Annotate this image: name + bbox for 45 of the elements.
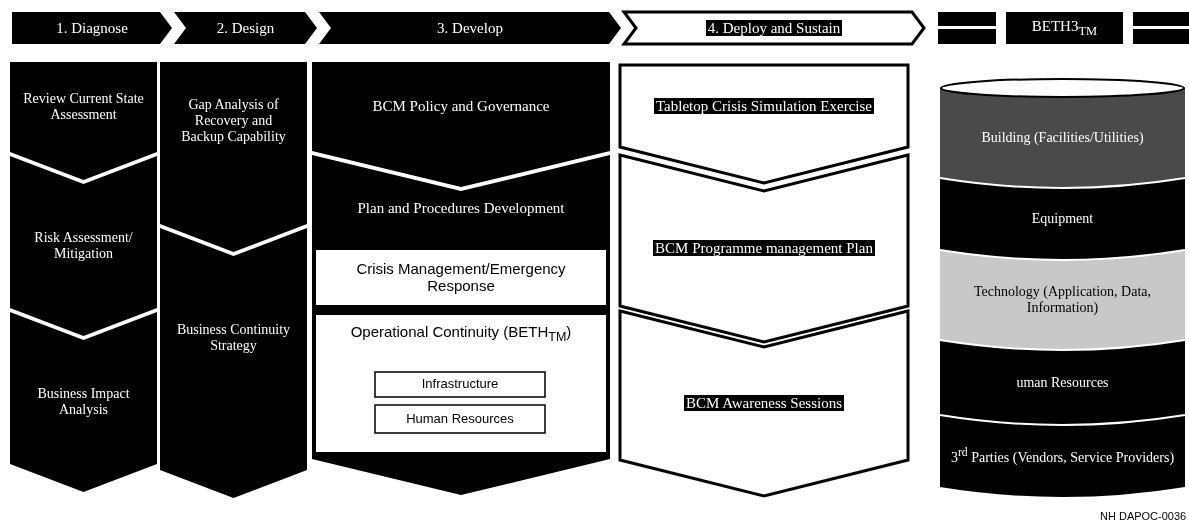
header-box bbox=[1006, 12, 1123, 44]
process-box bbox=[316, 250, 606, 305]
phase-banner bbox=[624, 12, 924, 44]
step-label: Gap Analysis of Recovery and Backup Capability bbox=[181, 97, 286, 145]
step-block bbox=[620, 311, 908, 496]
cylinder-band bbox=[940, 178, 1185, 250]
step-label: Technology (Application, Data, Information) bbox=[973, 284, 1152, 316]
step-label: Review Current State Assessment bbox=[23, 91, 144, 123]
phase-title: 3. Develop bbox=[437, 19, 503, 36]
phase-title: 2. Design bbox=[216, 19, 275, 36]
phase-banner bbox=[174, 12, 317, 44]
document-code: NH DAPOC-0036 bbox=[1100, 510, 1187, 522]
step-label: Business Continuity Strategy bbox=[176, 322, 291, 354]
step-label: uman Resources bbox=[1016, 374, 1109, 390]
step-block bbox=[10, 156, 157, 336]
step-block bbox=[160, 62, 307, 252]
cylinder-band bbox=[940, 250, 1185, 340]
cylinder-top bbox=[940, 78, 1185, 98]
process-box bbox=[375, 372, 545, 397]
phase-banner bbox=[12, 12, 172, 44]
step-block bbox=[620, 155, 908, 342]
phase-title: 1. Diagnose bbox=[56, 19, 128, 36]
step-label: 3$^{rd}$ Parties (Vendors, Service Providers) bbox=[950, 449, 1175, 465]
process-box bbox=[316, 315, 606, 452]
phase-banner bbox=[319, 12, 621, 44]
step-label: Equipment bbox=[1031, 211, 1094, 226]
step-label: Building (Facilities/Utilities) bbox=[981, 130, 1144, 145]
step-block bbox=[160, 228, 307, 498]
step-block bbox=[10, 312, 157, 492]
cylinder-band bbox=[940, 340, 1185, 415]
step-label: Infrastructure bbox=[421, 376, 499, 391]
step-label: Plan and Procedures Development bbox=[357, 200, 565, 216]
step-label: Crisis Management/Emergency Response bbox=[356, 260, 566, 295]
step-block bbox=[10, 62, 157, 180]
step-label: BCM Programme management Plan bbox=[653, 240, 875, 256]
process-box bbox=[375, 405, 545, 433]
step-label: Human Resources bbox=[406, 410, 514, 426]
step-label: Risk Assessment/ Mitigation bbox=[34, 230, 133, 262]
step-label: BCM Policy and Governance bbox=[372, 98, 550, 114]
step-label: BCM Awareness Sessions bbox=[683, 395, 845, 411]
phase-title: BETH3$_{TM}$ bbox=[1031, 18, 1098, 34]
step-block bbox=[312, 62, 610, 187]
cylinder-band bbox=[940, 98, 1185, 178]
step-label: Business Impact Analysis bbox=[37, 386, 130, 418]
step-label: Operational Continuity (BETH$_{TM}$) bbox=[350, 323, 572, 340]
